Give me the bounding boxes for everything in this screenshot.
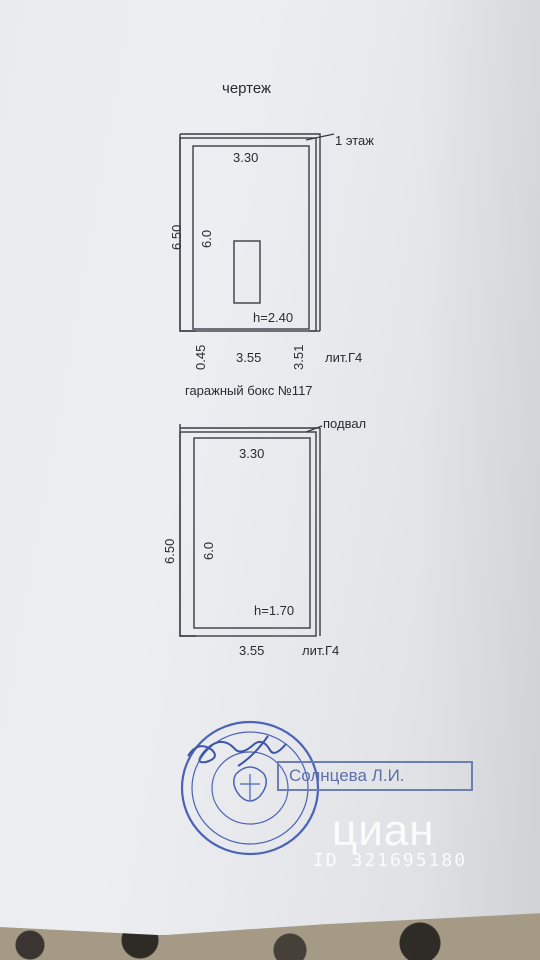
floor1-pit [233,240,261,304]
paper-fold-shadow [420,0,540,935]
floor1-outer-height: 6.50 [169,224,184,250]
garage-box-label: гаражный бокс №117 [185,383,313,398]
basement-bottom-width: 3.55 [239,643,265,658]
floor1-plan [179,133,335,332]
official-stamp [180,720,320,856]
signature-scribble [187,735,287,767]
basement-plan [179,424,323,637]
basement-outer-height: 6.50 [162,538,177,564]
floor1-bottom-right: 3.51 [291,344,306,370]
floor1-ceiling-height: h=2.40 [253,310,294,325]
basement-ceiling-height: h=1.70 [254,603,295,618]
drawing-title: чертеж [222,80,272,97]
floor1-bottom-left: 0.45 [193,344,208,370]
floor1-bottom-width: 3.55 [236,350,262,365]
floor1-lit: лит.Г4 [325,350,363,365]
document-sheet [0,0,540,935]
floor1-label: 1 этаж [335,133,374,148]
basement-inner-height: 6.0 [201,541,216,560]
cian-watermark-id: ID 321695180 [313,850,468,871]
floor1-inner-height: 6.0 [199,229,214,248]
floor1-top-width: 3.30 [233,150,259,165]
basement-lit: лит.Г4 [302,643,340,658]
basement-label: подвал [323,416,367,431]
basement-top-width: 3.30 [239,446,265,461]
signature-name-stamp: Солнцева Л.И. [277,761,473,791]
cian-watermark-logo: циан [332,806,435,855]
